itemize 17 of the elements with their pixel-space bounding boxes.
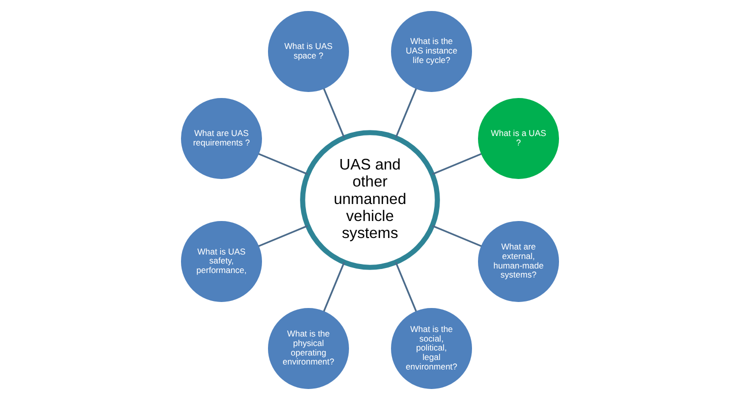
node-circle: What is the social, political, legal environment? — [391, 308, 472, 390]
connector — [323, 88, 345, 138]
connector — [395, 262, 417, 312]
connector — [323, 262, 345, 312]
node-circle: What are external, human-made systems? — [478, 221, 560, 302]
connector — [432, 225, 482, 247]
node-circle: What are UAS requirements ? — [180, 98, 262, 179]
node-circle: What is the physical operating environment? — [268, 308, 349, 390]
connector — [258, 153, 308, 175]
node-circle: What is UAS safety, performance, — [180, 221, 262, 302]
node-circle: What is a UAS ? — [478, 98, 560, 179]
node-circle: UAS and other unmanned vehicle systems — [300, 130, 440, 270]
connector — [432, 153, 482, 175]
connector — [258, 225, 308, 247]
node-circle: What is the UAS instance life cycle? — [391, 10, 472, 92]
connector — [395, 88, 417, 138]
node-circle: What is UAS space ? — [268, 10, 349, 92]
